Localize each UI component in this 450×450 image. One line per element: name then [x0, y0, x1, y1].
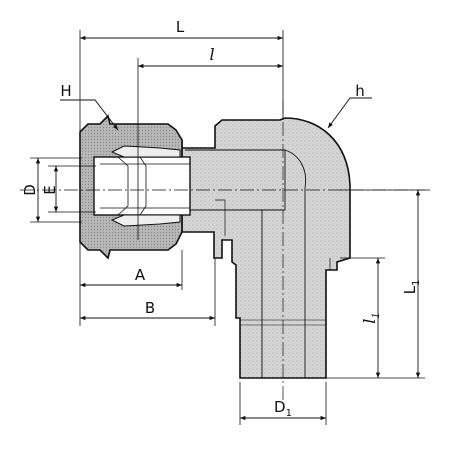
label-E: E — [41, 185, 59, 194]
hex-flat-marks — [215, 199, 331, 270]
label-B: B — [145, 299, 155, 317]
leader-lines — [60, 97, 372, 131]
leader-H — [60, 99, 119, 131]
vertical-bore — [261, 188, 306, 378]
elbow-inner-curve — [284, 149, 307, 189]
nut-assembly — [79, 114, 191, 260]
ferrule-top — [110, 145, 181, 158]
label-D1: D1 — [274, 398, 292, 419]
ferrule-bottom — [110, 214, 181, 227]
dimension-lines — [35, 35, 421, 421]
label-l1: l1 — [360, 312, 382, 324]
tube — [93, 156, 191, 216]
leader-h — [327, 97, 372, 129]
label-L: L — [176, 18, 185, 36]
ferrule-taper — [117, 156, 147, 216]
label-h: h — [355, 82, 365, 100]
label-L1: L1 — [401, 280, 422, 295]
horizontal-bore — [185, 149, 286, 211]
label-A: A — [135, 266, 146, 284]
labels: L l H h D E A B l1 L1 D1 — [21, 18, 422, 419]
label-D: D — [21, 184, 39, 196]
label-l: l — [209, 45, 214, 64]
elbow-body — [181, 117, 351, 379]
label-H: H — [60, 82, 71, 100]
body-shape — [181, 117, 351, 379]
